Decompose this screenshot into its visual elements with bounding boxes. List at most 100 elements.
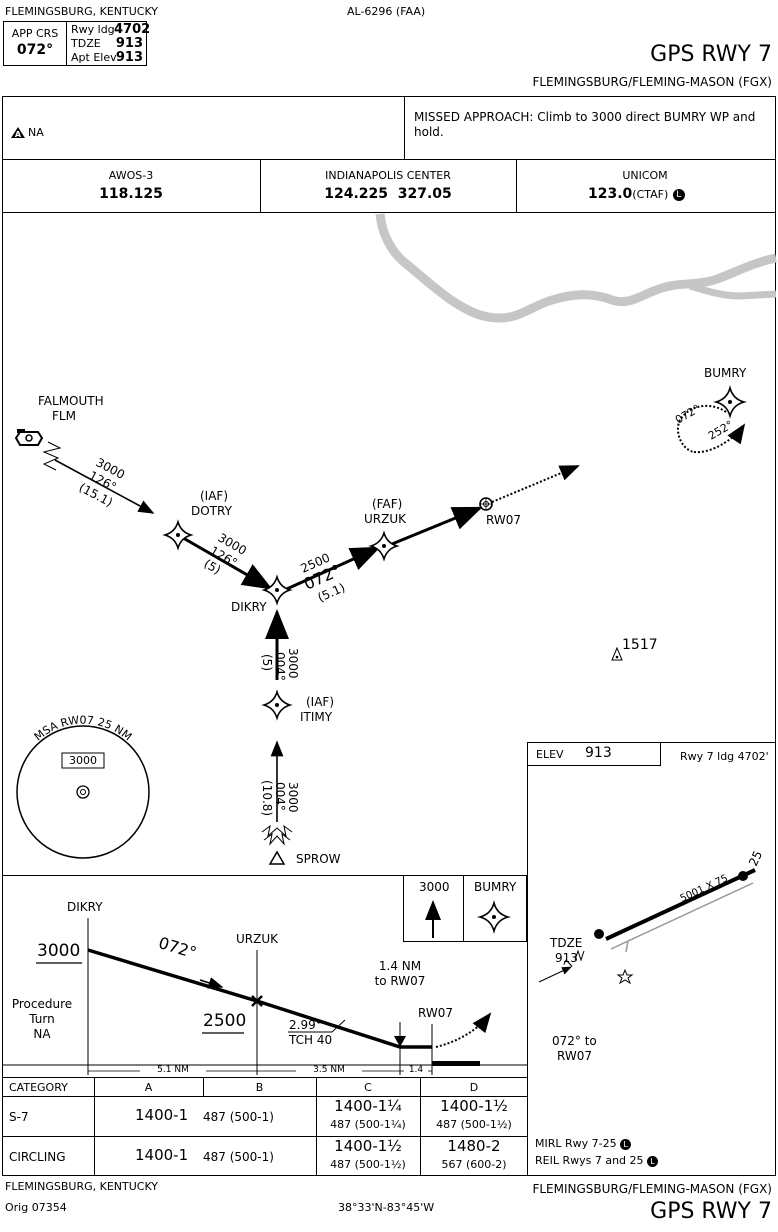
nm-note: 1.4 NM (378, 959, 422, 973)
sketch-crs-note2: RW07 (557, 1049, 592, 1063)
dotry-label: DOTRY (191, 504, 232, 518)
flm-dotry-track (54, 459, 155, 514)
comm-unicom-freq: 123.0 (588, 186, 633, 202)
missed-climb-path (435, 1012, 492, 1048)
min-row-s7-ab-main: 1400-1 (135, 1106, 189, 1124)
proc-turn-3: NA (33, 1027, 51, 1041)
pilot-controlled-lighting-icon: L (672, 189, 685, 201)
min-row-s7-c-main: 1400-1¼ (334, 1097, 402, 1115)
header-city-state: FLEMINGSBURG, KENTUCKY (5, 5, 159, 18)
min-row-circling-ab-main: 1400-1 (135, 1146, 189, 1164)
dikry-waypoint-icon (261, 574, 293, 606)
comm-unicom-freq-line: 123.0(CTAF) L (588, 187, 685, 201)
airport-diagram: 5001 X 75 25 7 (538, 849, 765, 985)
urzuk-label: URZUK (364, 512, 406, 526)
sprow-label: SPROW (296, 852, 341, 866)
urzuk-rw07-track (391, 506, 483, 546)
profile-urzuk-alt: 2500 (203, 1011, 247, 1031)
seg2-label: 3.5 NM (296, 1066, 362, 1075)
itimy-iaf-label: (IAF) (306, 695, 335, 709)
min-row-s7-d-sub: 487 (500-1½) (436, 1118, 512, 1131)
itimy-alt: 3000 (286, 648, 300, 679)
rw07-label: RW07 (486, 513, 521, 527)
hold-pattern-inbound (693, 423, 746, 454)
footer-airport: FLEMINGSBURG/FLEMING-MASON (FGX) (532, 1182, 772, 1196)
flm-feeder-zigzag (42, 441, 62, 471)
nm-note2: to RW07 (374, 974, 426, 988)
min-row-circling-ab-sub: 487 (500-1) (203, 1150, 274, 1164)
notes-divider (404, 96, 405, 159)
bumry-waypoint-icon (712, 384, 748, 420)
runway-end-25: 25 (746, 849, 765, 869)
alt-minimums-text: NA (28, 126, 44, 139)
apt-elev-label: Apt Elev (71, 51, 117, 64)
missed-waypoint-icon (476, 899, 512, 935)
falmouth-label: FALMOUTH (38, 394, 104, 408)
obstacle-icon (611, 646, 623, 661)
proc-turn-1: Procedure (11, 997, 73, 1011)
app-crs-value: 072° (16, 42, 54, 58)
urzuk-faf-label: (FAF) (372, 497, 403, 511)
flm-label: FLM (52, 409, 76, 423)
missed-approach-icons-box (403, 875, 527, 942)
itimy-dist: (5) (260, 654, 274, 671)
comm-awos-name: AWOS-3 (108, 169, 154, 182)
mirl-pcl-icon: L (620, 1139, 632, 1150)
lighting-mirl-text: MIRL Rwy 7-25 (535, 1137, 617, 1150)
elev-label: ELEV (536, 748, 564, 761)
vortac-flm-icon (14, 429, 44, 446)
river (375, 213, 777, 323)
profile-gs: 2.99° (289, 1018, 322, 1032)
min-row-circling-c-main: 1400-1½ (334, 1137, 402, 1155)
comm-unicom-ctaf: (CTAF) (632, 188, 669, 201)
reil-pcl-icon: L (647, 1156, 659, 1167)
lighting-mirl: MIRL Rwy 7-25 L (535, 1137, 632, 1150)
min-col-line2 (203, 1077, 204, 1096)
profile-urzuk: URZUK (236, 932, 278, 946)
comms-row (2, 159, 776, 213)
lighting-reil: REIL Rwys 7 and 25 L (535, 1154, 659, 1167)
reil-25-icon (738, 871, 748, 881)
approach-lights-icon (574, 949, 585, 962)
min-col-line3 (316, 1077, 317, 1176)
lighting-reil-text: REIL Rwys 7 and 25 (535, 1154, 644, 1167)
sprow-dist: (10.8) (260, 780, 274, 816)
min-row-circling-d-sub: 567 (600-2) (441, 1158, 507, 1171)
missed-alt: 3000 (419, 880, 450, 894)
chart-id: AL-6296 (FAA) (347, 5, 426, 18)
alt-minimums-icon: A (10, 124, 26, 143)
sketch-tdze-value: 913 (555, 951, 578, 965)
profile-dikry-alt: 3000 (37, 941, 81, 961)
min-header-d: D (469, 1081, 479, 1094)
missed-fix: BUMRY (474, 880, 517, 894)
min-row-circling-d-main: 1480-2 (447, 1137, 501, 1155)
urzuk-profile-fix-icon (251, 995, 263, 1007)
dotry-iaf-label: (IAF) (200, 489, 229, 503)
msa-alt: 3000 (69, 754, 97, 767)
seg1-label: 5.1 NM (140, 1066, 206, 1075)
runway-profile (432, 1061, 480, 1066)
airport-name: FLEMINGSBURG/FLEMING-MASON (FGX) (532, 75, 772, 89)
msa-alt-box (61, 752, 105, 769)
footer-city-state: FLEMINGSBURG, KENTUCKY (5, 1180, 159, 1193)
dikry-label: DIKRY (231, 600, 267, 614)
min-col-line4 (420, 1077, 421, 1176)
beacon-icon (616, 968, 634, 985)
descent-path (87, 948, 432, 1049)
taxiway-connector (625, 940, 629, 953)
hold-pattern-outbound (676, 404, 727, 453)
comm-center-name: INDIANAPOLIS CENTER (325, 169, 451, 182)
profile-rw07: RW07 (418, 1006, 453, 1020)
runway-7-25 (605, 868, 756, 941)
rw07-waypoint-icon (479, 497, 493, 511)
comm-unicom-name: UNICOM (622, 169, 668, 182)
dotry-dikry-track (177, 533, 273, 590)
tdze-label: TDZE (71, 37, 101, 50)
min-row-line1 (2, 1096, 528, 1097)
msa-circle (16, 725, 150, 859)
sprow-fix-icon (261, 824, 293, 865)
min-row-s7-c-sub: 487 (500-1¼) (330, 1118, 406, 1131)
final-approach-arrow (538, 966, 572, 983)
bumry-label: BUMRY (704, 366, 747, 380)
